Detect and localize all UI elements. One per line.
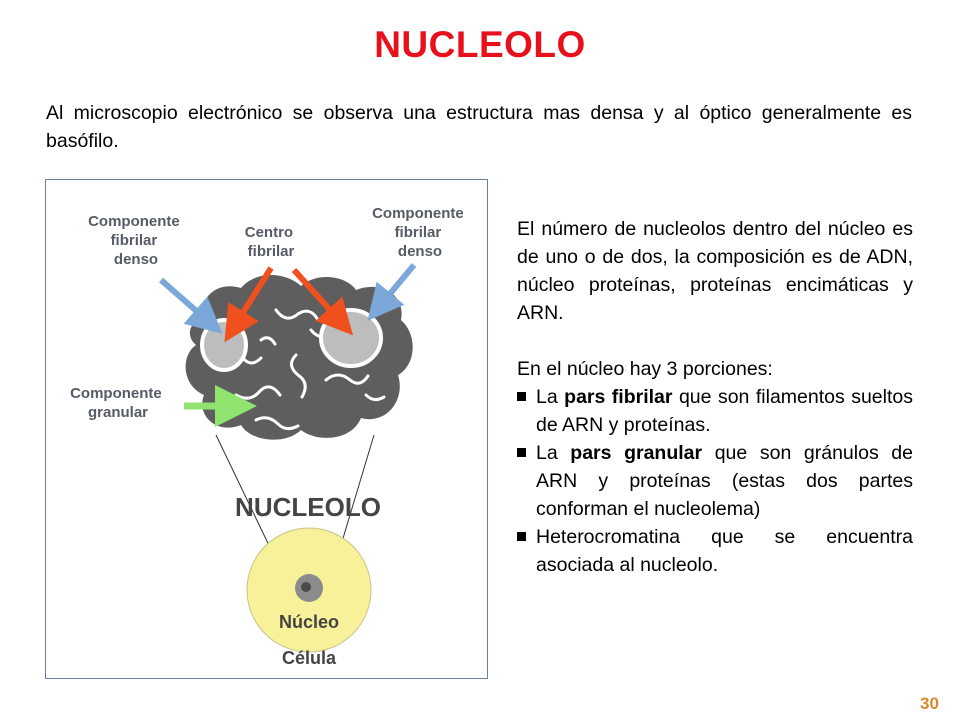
label-fibrillar-dense-right: Componente fibrilar denso <box>372 205 468 260</box>
arrow-red-left <box>224 266 274 343</box>
bullet-square-icon <box>517 532 526 541</box>
intro-text: Al microscopio electrónico se observa un… <box>46 102 912 152</box>
list-item: La pars granular que son gránulos de ARN… <box>517 439 913 523</box>
description-column: El número de nucleolos dentro del núcleo… <box>517 215 913 579</box>
portions-heading: En el núcleo hay 3 porciones: <box>517 358 773 380</box>
label-granular-component: Componente granular <box>70 385 166 421</box>
label-fibrillar-center: Centro fibrilar <box>245 224 298 260</box>
portions-list: La pars fibrilar que son filamentos suel… <box>517 383 913 579</box>
arrow-blue-right <box>367 263 417 321</box>
bullet-square-icon <box>517 448 526 457</box>
arrow-red-right <box>291 267 354 336</box>
arrow-blue-left <box>159 277 223 334</box>
slide-title: NUCLEOLO <box>374 24 586 65</box>
label-nucleolo: NUCLEOLO <box>235 492 381 522</box>
cell-nucleolus-core <box>301 582 311 592</box>
composition-paragraph: El número de nucleolos dentro del núcleo… <box>517 218 913 324</box>
list-item: Heterocromatina que se encuentra asociad… <box>517 523 913 579</box>
fibrillar-component-right <box>319 308 383 368</box>
fibrillar-component-left <box>200 318 248 372</box>
label-nucleo: Núcleo <box>279 612 339 632</box>
list-item: La pars fibrilar que son filamentos suel… <box>517 383 913 439</box>
spacer <box>517 327 913 355</box>
nucleolus-figure: Componente fibrilar denso Centro fibrila… <box>45 179 488 679</box>
label-celula: Célula <box>282 648 337 668</box>
page-number: 30 <box>920 694 939 713</box>
label-fibrillar-dense-left: Componente fibrilar denso <box>88 213 184 268</box>
nucleolus-diagram: Componente fibrilar denso Centro fibrila… <box>70 205 468 668</box>
bullet-square-icon <box>517 392 526 401</box>
